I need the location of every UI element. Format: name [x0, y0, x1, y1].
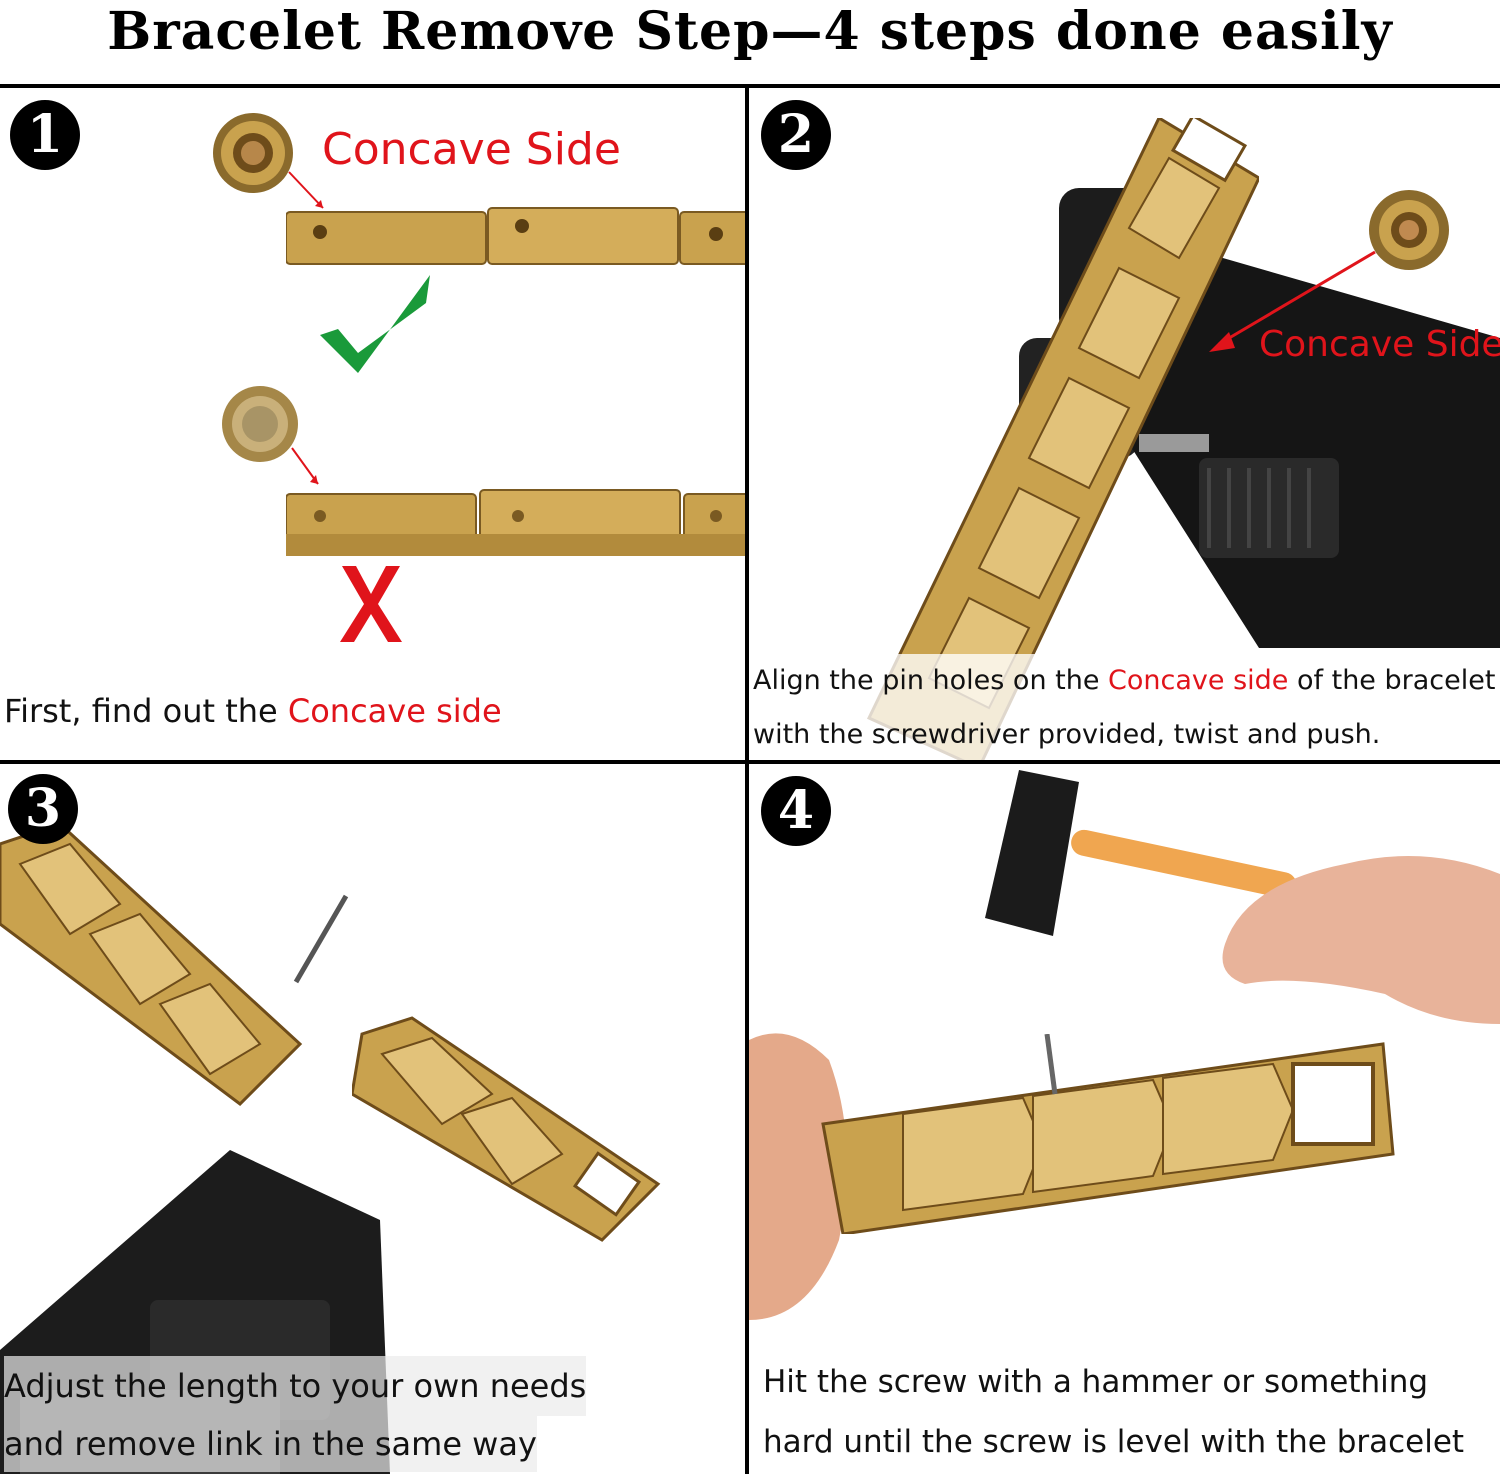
hand-holding-hammer-image [1222, 856, 1500, 1024]
divider-top [0, 84, 1500, 88]
hammer-icon [985, 770, 1297, 936]
concave-side-label-2: Concave Side [1259, 324, 1500, 365]
step-2-caption-line-1-suffix: of the bracelet [1288, 665, 1496, 696]
concave-side-label: Concave Side [322, 124, 621, 175]
pointer-arrow-icon [288, 171, 324, 209]
bracelet-diagonal-image [866, 118, 1259, 760]
step-4-caption-line-2: hard until the screw is level with the b… [763, 1424, 1465, 1460]
step-2-caption-highlight: Concave side [1108, 665, 1289, 696]
step-2-panel: Concave Side 2 Align the pin holes on th… [749, 88, 1500, 760]
flat-pin-closeup-icon [222, 386, 298, 462]
step-1-caption-highlight: Concave side [287, 692, 502, 730]
step-3-caption-line-1: Adjust the length to your own needs [4, 1356, 587, 1416]
step-2-caption-line-1: Align the pin holes on the Concave side … [753, 654, 1496, 708]
page-title: Bracelet Remove Step—4 steps done easily [107, 1, 1393, 62]
step-2-caption-line-2: with the screwdriver provided, twist and… [753, 708, 1381, 760]
step-2-number: 2 [761, 100, 831, 170]
step-4-panel: 4 Hit the screw with a hammer or somethi… [749, 764, 1500, 1474]
step-1-panel: 1 Concave Side [0, 88, 745, 760]
hand-holding-bracelet-image [749, 1033, 847, 1320]
divider-middle [0, 760, 1500, 764]
pointer-arrow-icon-3 [1209, 250, 1376, 352]
concave-pin-closeup-icon-2 [1369, 190, 1449, 270]
x-mark-icon [340, 566, 402, 642]
bracelet-strip-wrong [286, 489, 745, 556]
step-3-number: 3 [8, 774, 78, 844]
bracelet-piece-left-image [0, 822, 303, 1106]
bracelet-piece-right-image [352, 1016, 661, 1242]
step-4-caption-line-1: Hit the screw with a hammer or something [763, 1364, 1429, 1400]
pointer-arrow-icon-2 [291, 447, 319, 485]
step-1-number: 1 [10, 100, 80, 170]
step-4-number: 4 [761, 776, 831, 846]
step-3-caption-line-2: and remove link in the same way [4, 1416, 537, 1472]
bracelet-horizontal-image [821, 1034, 1395, 1234]
bracelet-strip-correct [286, 207, 745, 265]
checkmark-icon [320, 275, 430, 373]
removed-pin-icon [293, 894, 349, 984]
step-1-caption-text: First, find out the [4, 692, 288, 730]
step-1-caption: First, find out the Concave side [4, 692, 502, 730]
divider-vertical [745, 84, 749, 1474]
concave-pin-closeup-icon [213, 113, 293, 193]
step-2-caption-line-1-prefix: Align the pin holes on the [753, 665, 1109, 696]
step-3-panel: 3 Adjust the length to your own needs an… [0, 764, 745, 1474]
